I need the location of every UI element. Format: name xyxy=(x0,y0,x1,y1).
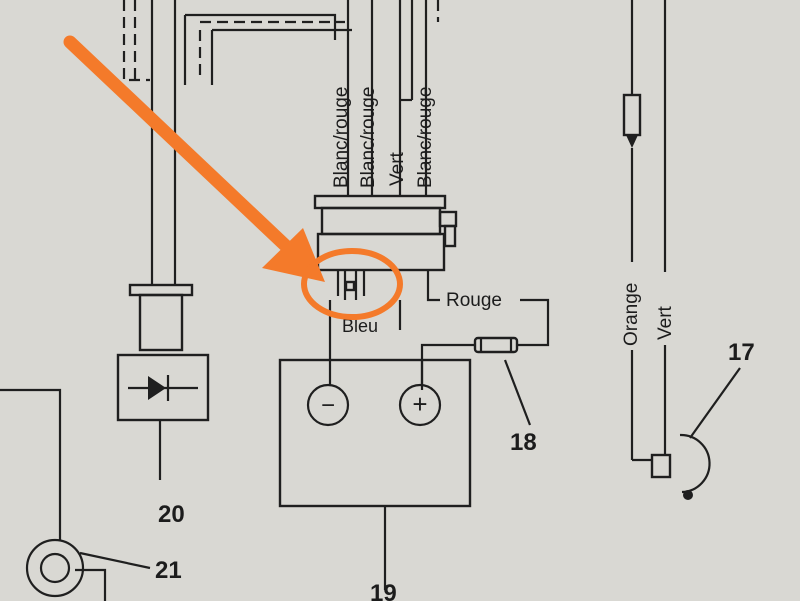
wire-label-blanc-rouge-1: Blanc/rouge xyxy=(331,87,352,188)
lamp-21 xyxy=(0,388,151,601)
regulator-unit xyxy=(313,0,550,360)
battery-plus-symbol: + xyxy=(412,389,427,419)
wire-label-blanc-rouge-3: Blanc/rouge xyxy=(415,87,436,188)
callout-17: 17 xyxy=(728,339,755,366)
horn-circuit xyxy=(622,0,741,500)
diode-icon xyxy=(128,375,198,401)
callout-18: 18 xyxy=(510,429,537,456)
left-harness xyxy=(122,0,352,285)
wire-label-vert-top: Vert xyxy=(387,151,408,186)
callout-20: 20 xyxy=(158,501,185,528)
battery-minus-symbol: − xyxy=(321,392,335,419)
wire-label-rouge: Rouge xyxy=(446,290,502,311)
callout-21: 21 xyxy=(155,557,182,584)
battery-19 xyxy=(278,358,472,590)
callout-19: 19 xyxy=(370,580,397,601)
wire-label-bleu: Bleu xyxy=(342,316,378,336)
wire-label-vert-right: Vert xyxy=(655,305,676,340)
diode-assembly-20 xyxy=(116,283,210,480)
wire-label-blanc-rouge-2: Blanc/rouge xyxy=(358,87,379,188)
highlight-circle xyxy=(301,248,403,320)
fuse-18 xyxy=(420,336,532,426)
wire-label-orange: Orange xyxy=(621,283,642,346)
